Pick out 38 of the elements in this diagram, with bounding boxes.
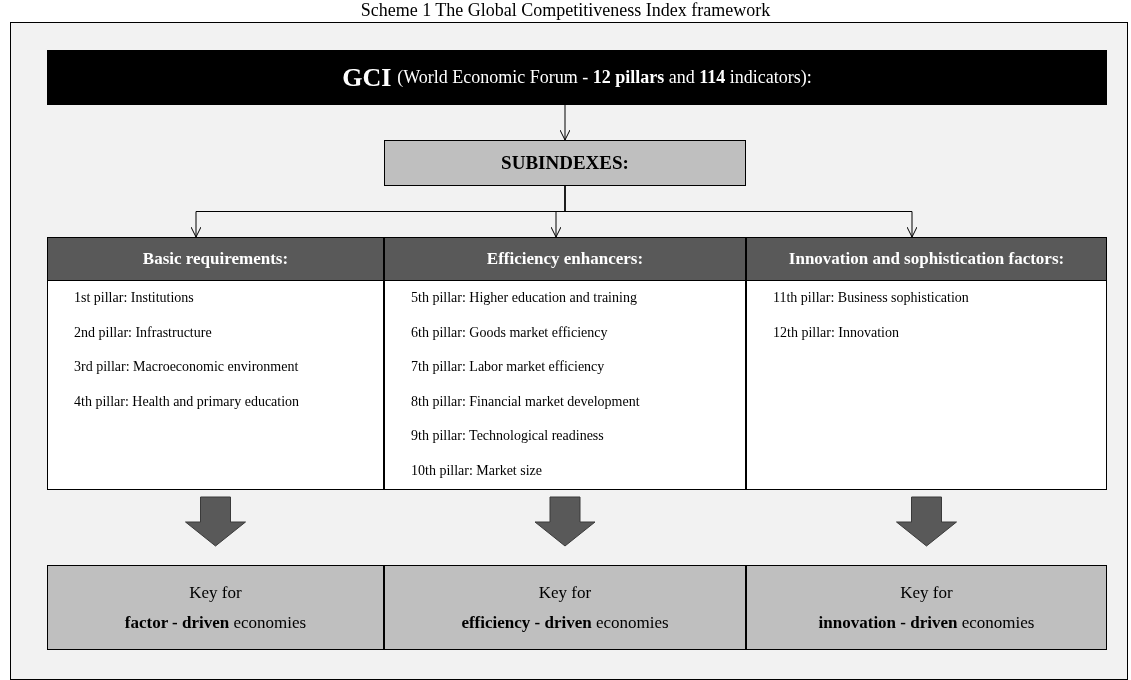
pillar-item: 3rd pillar: Macroeconomic environment (74, 358, 299, 376)
block-arrow (185, 496, 246, 547)
economy-key-box (384, 565, 746, 650)
pillar-item: 12th pillar: Innovation (773, 323, 899, 342)
column-heading: Efficiency enhancers: (385, 238, 745, 281)
pillar-item: 7th pillar: Labor market efficiency (411, 358, 605, 376)
pillar-item: 1st pillar: Institutions (74, 289, 194, 307)
pillar-item: 5th pillar: Higher education and training (411, 289, 637, 307)
index-acronym: GCI (342, 62, 392, 93)
pillar-column (746, 237, 1107, 490)
arrow (559, 104, 571, 141)
title-banner (47, 50, 1107, 105)
pillar-column (384, 237, 746, 490)
economy-key-box (746, 565, 1107, 650)
pillar-item: 11th pillar: Business sophistication (773, 289, 969, 307)
column-heading: Basic requirements: (48, 238, 383, 281)
key-text: innovation - driven economies (818, 611, 1035, 634)
pillar-item: 9th pillar: Technological readiness (411, 427, 604, 445)
pillar-item: 6th pillar: Goods market efficiency (411, 323, 608, 342)
key-text: Key for (538, 581, 592, 604)
pillar-item: 2nd pillar: Infrastructure (74, 323, 212, 342)
key-text: Key for (189, 581, 242, 604)
arrow (564, 185, 918, 238)
box-label: SUBINDEXES: (501, 152, 629, 174)
block-arrow (534, 496, 596, 547)
subindex-box (384, 140, 746, 186)
column-heading: Innovation and sophistication factors: (747, 238, 1106, 281)
key-text: Key for (900, 581, 953, 604)
economy-key-box (47, 565, 384, 650)
key-text: efficiency - driven economies (461, 611, 669, 634)
pillar-item: 8th pillar: Financial market development (411, 392, 640, 411)
pillar-item: 4th pillar: Health and primary education (74, 392, 300, 411)
pillar-column (47, 237, 384, 490)
banner-text: (World Economic Forum - 12 pillars and 114 indicators): (397, 67, 812, 88)
figure-title: Scheme 1 The Global Competitiveness Index framework (359, 0, 772, 20)
key-text: factor - driven economies (124, 611, 307, 634)
pillar-item: 10th pillar: Market size (411, 461, 543, 480)
block-arrow (896, 496, 957, 547)
